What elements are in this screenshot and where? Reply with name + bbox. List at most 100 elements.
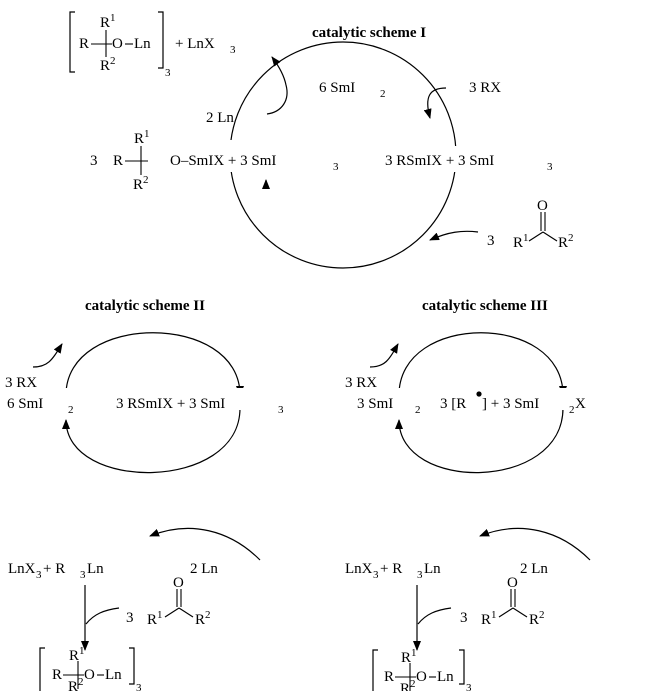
scheme3-top-arc <box>398 332 567 396</box>
svg-text:2: 2 <box>205 609 211 621</box>
svg-text:R: R <box>100 15 110 31</box>
svg-text:3: 3 <box>136 682 142 691</box>
scheme3-bottom-arc <box>395 407 564 474</box>
svg-text:2: 2 <box>539 609 545 621</box>
scheme1-smi2: 6 SmI <box>319 80 355 96</box>
scheme2-product: R R 1 R 2 O Ln 3 <box>39 645 142 691</box>
scheme1-arrow-ketone <box>429 230 479 241</box>
svg-text:R: R <box>400 681 410 691</box>
scheme3-arrow-rx <box>369 343 399 368</box>
svg-text:R: R <box>79 36 89 52</box>
scheme1-arrow-ln <box>266 56 288 115</box>
svg-text:2: 2 <box>569 404 575 416</box>
scheme3-rx: 3 RX <box>345 375 377 391</box>
scheme3-ketone: 3 R 1 O R 2 <box>460 575 545 628</box>
scheme1-product-alkoxide: R R 1 R 2 O Ln 3 + LnX 3 <box>69 11 236 79</box>
svg-text:1: 1 <box>110 12 116 24</box>
svg-text:R: R <box>513 235 523 251</box>
svg-text:3: 3 <box>466 682 472 691</box>
svg-text:X: X <box>575 396 586 412</box>
scheme1-lnx3: + LnX <box>175 36 215 52</box>
svg-text:3: 3 <box>417 569 423 581</box>
scheme3-title: catalytic scheme III <box>422 298 548 314</box>
svg-text:3: 3 <box>230 44 236 56</box>
svg-text:3 [R: 3 [R <box>440 396 466 412</box>
svg-text:3: 3 <box>126 610 134 626</box>
svg-text:1: 1 <box>491 609 497 621</box>
svg-text:2: 2 <box>415 404 421 416</box>
svg-text:2: 2 <box>410 678 416 690</box>
svg-text:3: 3 <box>460 610 468 626</box>
svg-text:1: 1 <box>523 232 529 244</box>
svg-text:R: R <box>69 648 79 664</box>
scheme2-rsmix: 3 RSmIX + 3 SmI <box>116 396 225 412</box>
svg-text:Ln: Ln <box>424 561 441 577</box>
svg-text:1: 1 <box>157 609 163 621</box>
scheme1-ln-reagent: 2 Ln <box>206 110 234 126</box>
svg-text:R: R <box>68 679 78 691</box>
svg-text:R: R <box>133 177 143 193</box>
svg-text:3: 3 <box>90 153 98 169</box>
svg-text:R: R <box>147 612 157 628</box>
scheme1-title: catalytic scheme I <box>312 25 426 41</box>
scheme2-rx: 3 RX <box>5 375 37 391</box>
svg-text:R: R <box>52 667 62 683</box>
scheme2-arrow-rx <box>32 343 63 368</box>
svg-text:O: O <box>416 669 427 685</box>
scheme3-product: R R 1 R 2 O Ln 3 <box>372 647 472 691</box>
svg-text:R: R <box>384 669 394 685</box>
svg-text:3: 3 <box>547 161 553 173</box>
svg-text:+ R: + R <box>43 561 65 577</box>
scheme2-arrow-ketone <box>85 607 120 625</box>
radical-dot-icon <box>476 391 482 397</box>
svg-text:R: R <box>529 612 539 628</box>
svg-text:2: 2 <box>380 88 386 100</box>
scheme3-lnx3: LnX <box>345 561 373 577</box>
svg-text:O: O <box>507 575 518 591</box>
svg-text:3: 3 <box>36 569 42 581</box>
scheme1-rsmix: 3 RSmIX + 3 SmI <box>385 153 494 169</box>
scheme2-bottom-arc <box>62 407 241 474</box>
svg-text:3: 3 <box>80 569 86 581</box>
scheme2-lnx3: LnX <box>8 561 36 577</box>
svg-text:1: 1 <box>79 645 85 657</box>
svg-text:] + 3 SmI: ] + 3 SmI <box>482 396 539 412</box>
svg-text:O: O <box>84 667 95 683</box>
svg-text:+ R: + R <box>380 561 402 577</box>
svg-text:O: O <box>112 36 123 52</box>
svg-text:3: 3 <box>373 569 379 581</box>
svg-text:R: R <box>134 131 144 147</box>
svg-text:1: 1 <box>144 128 150 140</box>
scheme3-arrow-ketone <box>417 607 452 625</box>
svg-text:R: R <box>401 650 411 666</box>
svg-text:O: O <box>173 575 184 591</box>
scheme3-smi2: 3 SmI <box>357 396 393 412</box>
scheme1-arrow-rx <box>423 87 447 119</box>
scheme2-top-arc <box>65 332 244 396</box>
scheme2-smi2: 6 SmI <box>7 396 43 412</box>
svg-text:2: 2 <box>110 55 116 67</box>
svg-text:1: 1 <box>411 647 417 659</box>
scheme3-radical: 3 [R ] + 3 SmI 2 X <box>435 388 647 416</box>
svg-text:O–SmIX + 3 SmI: O–SmIX + 3 SmI <box>170 153 276 169</box>
svg-text:R: R <box>195 612 205 628</box>
scheme2-ln-reagent: 2 Ln <box>190 561 218 577</box>
svg-text:2: 2 <box>143 174 149 186</box>
svg-text:Ln: Ln <box>87 561 104 577</box>
scheme2-arrow-ln <box>149 527 261 561</box>
svg-text:3: 3 <box>278 404 284 416</box>
scheme1-ketone: 3 R 1 O R 2 <box>487 198 574 251</box>
svg-text:R: R <box>558 235 568 251</box>
svg-text:O: O <box>537 198 548 214</box>
svg-text:Ln: Ln <box>105 667 122 683</box>
scheme1-alkoxide: 3 R R 1 R 2 O–SmIX + 3 SmI 3 <box>90 128 339 193</box>
svg-text:2: 2 <box>68 404 74 416</box>
svg-text:R: R <box>481 612 491 628</box>
svg-text:3: 3 <box>165 67 171 79</box>
svg-text:3: 3 <box>487 233 495 249</box>
svg-text:Ln: Ln <box>134 36 151 52</box>
svg-text:2: 2 <box>568 232 574 244</box>
svg-text:R: R <box>113 153 123 169</box>
